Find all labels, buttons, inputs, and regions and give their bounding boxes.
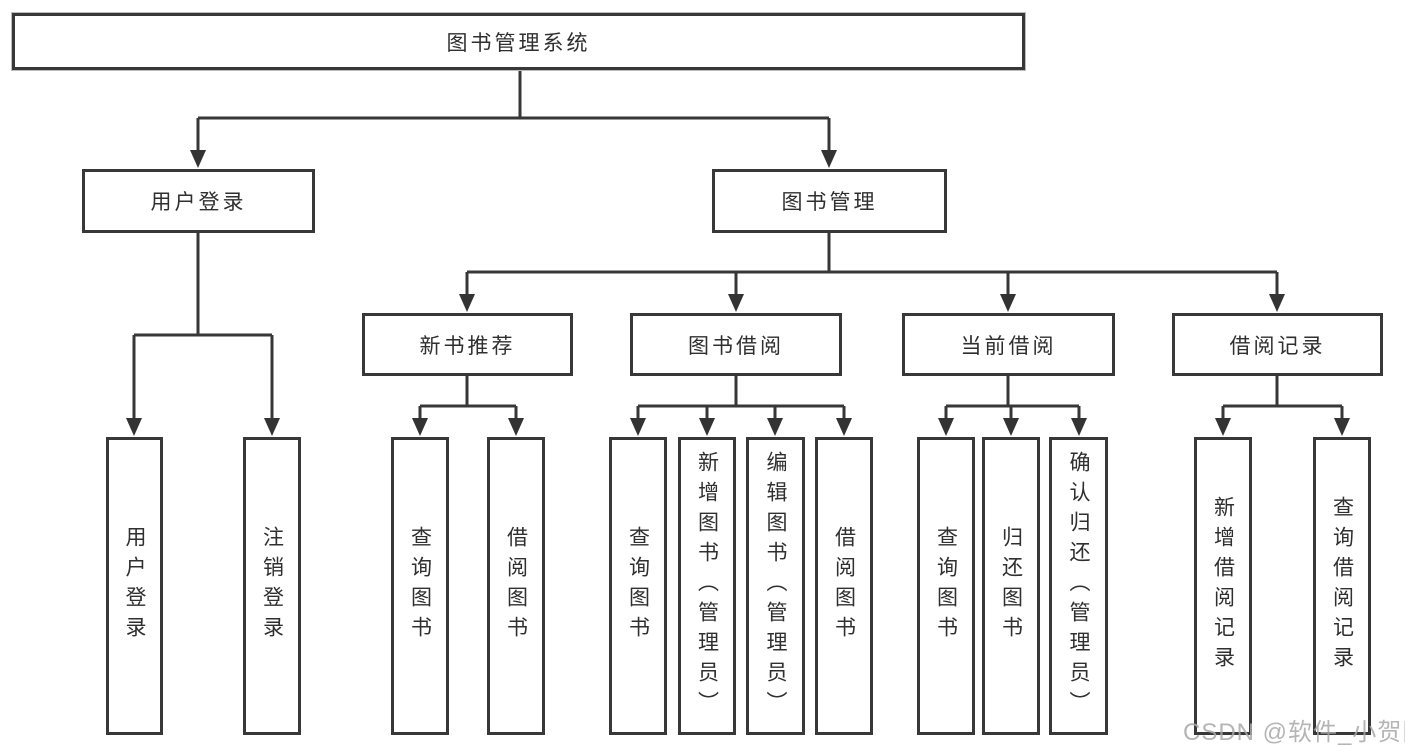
leaf-logout: 注销登录 — [243, 437, 301, 735]
arrowhead-icon — [1334, 418, 1350, 436]
arrowhead-icon — [821, 150, 837, 168]
leaf-records-query-borrow-record: 查询借阅记录 — [1313, 437, 1371, 735]
arrowhead-icon — [1269, 294, 1285, 312]
arrowhead-icon — [1071, 418, 1087, 436]
leaf-user-login: 用户登录 — [106, 437, 163, 735]
arrowhead-icon — [630, 418, 646, 436]
node-root-library-management-system: 图书管理系统 — [12, 13, 1025, 70]
leaf-borrowing-add-books-admin: 新增图书（管理员） — [678, 437, 736, 735]
connector-book-mgmt-to-level3 — [459, 233, 1285, 312]
node-new-book-recommendation: 新书推荐 — [362, 313, 573, 376]
leaf-newbook-query-books: 查询图书 — [391, 437, 449, 735]
arrowhead-icon — [190, 150, 206, 168]
leaf-borrowing-borrow-books: 借阅图书 — [815, 437, 873, 735]
arrowhead-icon — [1000, 294, 1016, 312]
node-borrowing-records: 借阅记录 — [1172, 313, 1383, 376]
node-book-management: 图书管理 — [712, 169, 947, 233]
connector-user-login-to-leaves — [126, 233, 280, 436]
connector-current-borrow-to-leaves — [938, 376, 1087, 436]
arrowhead-icon — [1003, 418, 1019, 436]
connector-borrow-records-to-leaves — [1215, 376, 1350, 436]
arrowhead-icon — [1215, 418, 1231, 436]
arrowhead-icon — [459, 294, 475, 312]
arrowhead-icon — [767, 418, 783, 436]
arrowhead-icon — [699, 418, 715, 436]
leaf-borrowing-edit-books-admin: 编辑图书（管理员） — [746, 437, 805, 735]
arrowhead-icon — [836, 418, 852, 436]
leaf-current-return-books: 归还图书 — [982, 437, 1040, 735]
connector-new-book-to-leaves — [412, 376, 524, 436]
arrowhead-icon — [938, 418, 954, 436]
node-user-login: 用户登录 — [82, 169, 315, 233]
arrowhead-icon — [728, 294, 744, 312]
connector-book-borrow-to-leaves — [630, 376, 852, 436]
leaf-newbook-borrow-books: 借阅图书 — [487, 437, 545, 735]
leaf-records-add-borrow-record: 新增借阅记录 — [1194, 437, 1252, 735]
leaf-current-confirm-return-admin: 确认归还（管理员） — [1049, 437, 1108, 735]
arrowhead-icon — [126, 418, 142, 436]
connector-root-to-level2 — [190, 70, 837, 168]
leaf-borrowing-query-books: 查询图书 — [609, 437, 667, 735]
node-book-borrowing: 图书借阅 — [630, 313, 842, 376]
node-current-borrowing: 当前借阅 — [902, 313, 1115, 376]
arrowhead-icon — [264, 418, 280, 436]
leaf-current-query-books: 查询图书 — [917, 437, 975, 735]
arrowhead-icon — [412, 418, 428, 436]
csdn-watermark: CSDN @软件_小贺同学 — [1183, 719, 1405, 746]
arrowhead-icon — [508, 418, 524, 436]
